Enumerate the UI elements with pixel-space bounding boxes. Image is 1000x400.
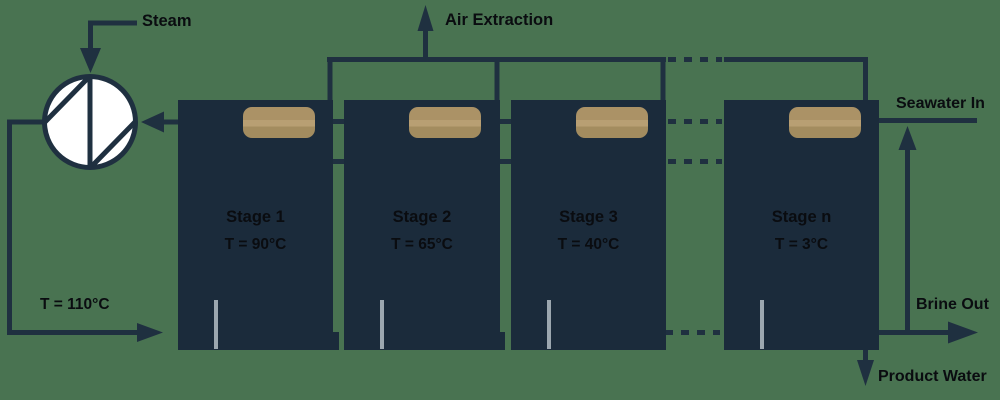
brine-recycle-pipe xyxy=(7,119,163,342)
stage-temperature: T = 90°C xyxy=(224,236,287,253)
up-arrow-icon xyxy=(898,126,917,150)
left-arrow-icon xyxy=(141,111,164,133)
product-water-label: Product Water xyxy=(878,368,987,385)
steam-pipe-line xyxy=(88,20,137,49)
condenser-tube-bundle xyxy=(409,107,481,138)
heater-diagonal-left xyxy=(43,76,90,124)
manifold-right-corner xyxy=(724,57,868,100)
air-extraction-manifold xyxy=(327,5,868,100)
condenser-tube-bundle xyxy=(576,107,648,138)
weir-baffle xyxy=(760,300,764,349)
interstage-brine-tabs xyxy=(333,332,505,350)
weir-baffle xyxy=(547,300,551,349)
stage-temperature: T = 40°C xyxy=(557,236,620,253)
stage-vessel-3: Stage 3 T = 40°C xyxy=(511,100,666,350)
stage-name: Stage n xyxy=(771,208,832,226)
right-arrow-icon xyxy=(948,321,978,344)
steam-inlet-pipe xyxy=(80,20,137,73)
stage-vessel-n: Stage n T = 3°C xyxy=(724,100,879,350)
weir-baffle xyxy=(380,300,384,349)
air-extraction-label: Air Extraction xyxy=(445,11,554,29)
stage-name: Stage 2 xyxy=(392,208,452,226)
brine-out-pipe xyxy=(879,321,978,344)
down-arrow-icon xyxy=(80,48,101,73)
interstage-vapor-connectors xyxy=(332,119,512,164)
down-arrow-icon xyxy=(857,360,874,386)
stage-temperature: T = 65°C xyxy=(391,236,453,253)
brine-out-label: Brine Out xyxy=(916,296,989,313)
seawater-inlet-pipe xyxy=(879,118,977,333)
seawater-in-label: Seawater In xyxy=(896,95,985,112)
stage-name: Stage 3 xyxy=(559,208,618,226)
steam-label: Steam xyxy=(142,12,192,30)
recycle-pipe-line xyxy=(7,119,137,335)
heater-diagonal-right xyxy=(90,120,137,168)
brine-heater-symbol xyxy=(42,74,138,170)
up-arrow-icon xyxy=(417,5,434,31)
stage1-to-heater-pipe xyxy=(141,111,178,133)
condenser-tube-bundle xyxy=(789,107,861,138)
stage-temperature: T = 3°C xyxy=(774,236,829,253)
condenser-tube-bundle xyxy=(243,107,315,138)
heater-outlet-temp-label: T = 110°C xyxy=(40,296,110,313)
stage-vessel-2: Stage 2 T = 65°C xyxy=(344,100,500,350)
weir-baffle xyxy=(214,300,218,349)
continuation-dotted-lines xyxy=(665,119,722,335)
product-water-pipe xyxy=(857,350,874,386)
right-arrow-icon xyxy=(137,323,163,342)
stage-name: Stage 1 xyxy=(226,208,285,226)
stage-vessel-1: Stage 1 T = 90°C xyxy=(178,100,333,350)
